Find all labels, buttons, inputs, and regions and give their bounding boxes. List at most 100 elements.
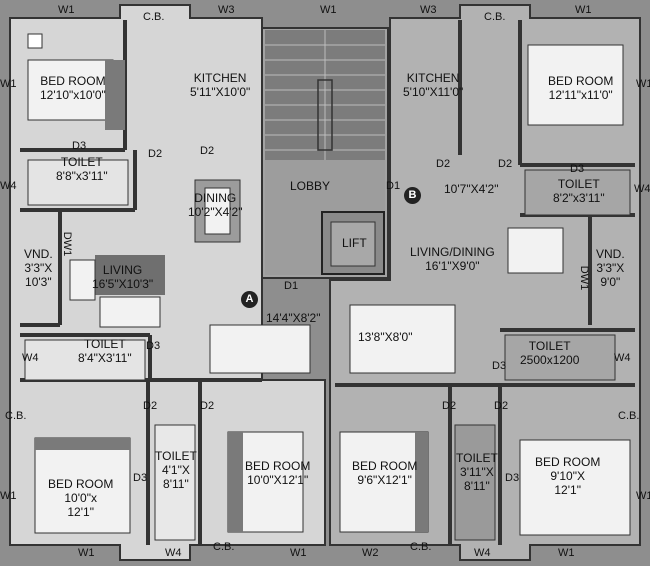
room-size: 3'11"X (460, 464, 494, 479)
door-label-d3-mr: D3 (492, 360, 507, 372)
room-toilet-mid-left: TOILET 8'4"X3'11" (78, 337, 132, 366)
door-label-d2-a2: D2 (200, 145, 215, 157)
room-name: TOILET (528, 339, 571, 353)
room-toilet-top-left: TOILET 8'8"x3'11" (56, 155, 108, 184)
room-toilet-bottom-left: TOILET 4'1"X 8'11" (155, 449, 197, 491)
window-label-w4-bottom-right: W4 (474, 547, 491, 559)
room-kitchen-a: KITCHEN 5'11"X10'0" (190, 71, 251, 100)
room-bedroom-top-right: BED ROOM 12'11"x11'0" (548, 74, 614, 103)
room-size: 10'0"X12'1" (247, 472, 309, 487)
room-name: KITCHEN (193, 71, 247, 85)
door-label-d2-b3: D2 (442, 400, 457, 412)
window-label-w3-right: W3 (420, 4, 437, 16)
room-size: 8'4"X3'11" (78, 350, 132, 365)
room-name: VND. (24, 247, 53, 261)
room-vnd-a: VND. 3'3"X 10'3" (24, 247, 53, 289)
room-size: 10'0"x (64, 490, 97, 505)
room-name: BED ROOM (40, 74, 106, 88)
room-size: 9'6"X12'1" (357, 472, 412, 487)
room-name: TOILET (60, 155, 103, 169)
window-label-w4-mid-left: W4 (22, 352, 39, 364)
room-name: LIVING (102, 263, 143, 277)
window-label-cb-left: C.B. (5, 410, 27, 422)
room-kitchen-b: KITCHEN 5'10"X11'0" (403, 71, 464, 100)
room-size: 3'3"X (24, 260, 53, 275)
room-dining: DINING 10'2"X4'2" (188, 191, 243, 220)
room-toilet-bottom-right: TOILET 3'11"X 8'11" (456, 451, 498, 493)
room-toilet-mid-right: TOILET 2500x1200 (520, 339, 580, 368)
room-bedroom-bottom-center: BED ROOM 10'0"X12'1" (245, 459, 311, 488)
window-label-cb-right: C.B. (484, 11, 506, 23)
room-size: 13'8"X8'0" (358, 330, 413, 344)
window-label-w4-left: W4 (0, 180, 17, 192)
room-name: LIVING/DINING (410, 245, 495, 259)
room-size: 2500x1200 (520, 352, 580, 367)
window-label-w2-bottom: W2 (362, 547, 379, 559)
room-size: 14'4"X8'2" (266, 311, 321, 325)
room-bedroom-bottom-right: BED ROOM 9'10"X 12'1" (535, 455, 601, 497)
room-name: BED ROOM (352, 459, 418, 473)
room-name: VND. (596, 247, 625, 261)
window-label-cb-bottom: C.B. (213, 541, 235, 553)
room-lobby: LOBBY (290, 179, 331, 193)
window-label-w1-bottom-left: W1 (0, 490, 17, 502)
window-label-w1-right: W1 (575, 4, 592, 16)
room-size: 12'11"x11'0" (548, 87, 613, 102)
room-lift: LIFT (342, 236, 367, 250)
room-size: 12'1" (554, 482, 581, 497)
window-label-w1-top: W1 (320, 4, 337, 16)
window-label-w4-bottom: W4 (165, 547, 182, 559)
room-name: BED ROOM (535, 455, 601, 469)
room-size: 10'7"X4'2" (444, 182, 499, 196)
flat-a-marker: A (241, 291, 258, 308)
window-label-w4-mid-right: W4 (614, 352, 631, 364)
room-name: BED ROOM (548, 74, 614, 88)
room-size: 3'3"X (596, 260, 625, 275)
room-size: 10'3" (25, 274, 52, 289)
room-size: 12'10"x10'0" (40, 87, 106, 102)
window-label-w4-right: W4 (634, 183, 650, 195)
room-size: 4'1"X (161, 462, 190, 477)
window-label-w3: W3 (218, 4, 235, 16)
window-label-cb-right-side: C.B. (618, 410, 640, 422)
room-living-dining: LIVING/DINING 16'1"X9'0" (410, 245, 495, 274)
room-size: 8'11" (163, 476, 189, 491)
door-label-d3-br: D3 (505, 472, 520, 484)
room-name: BED ROOM (245, 459, 311, 473)
door-label-d1-a: D1 (284, 280, 299, 292)
door-label-d3-bed-tl: D3 (72, 140, 87, 152)
window-label-w1-bottom-right: W1 (636, 490, 650, 502)
door-label-d3-tr: D3 (570, 163, 585, 175)
room-name: TOILET (557, 177, 600, 191)
door-label-d3-bl: D3 (133, 472, 148, 484)
room-bedroom-bottom-mid: BED ROOM 9'6"X12'1" (352, 459, 418, 488)
room-size: 12'1" (67, 504, 94, 519)
door-label-dw1-right: DW1 (578, 265, 591, 291)
window-label-w1-bottom-mid: W1 (290, 547, 307, 559)
room-size: 16'5"X10'3" (92, 276, 154, 291)
room-passage-b: 10'7"X4'2" (444, 182, 499, 197)
door-label-d3-ml: D3 (146, 340, 161, 352)
door-label-d2-b2: D2 (498, 158, 513, 170)
room-passage-a: 14'4"X8'2" (266, 311, 321, 326)
room-name: TOILET (83, 337, 126, 351)
room-size: 9'10"X (550, 468, 585, 483)
room-name: TOILET (456, 451, 498, 465)
room-size: 8'11" (464, 478, 490, 493)
room-size: 10'2"X4'2" (188, 204, 243, 219)
door-label-dw1-left: DW1 (61, 231, 74, 257)
room-size: 5'11"X10'0" (190, 84, 251, 99)
room-name: KITCHEN (406, 71, 460, 85)
window-label-w1-bottom-far-right: W1 (558, 547, 575, 559)
room-size: 9'0" (600, 274, 621, 289)
room-toilet-top-right: TOILET 8'2"x3'11" (553, 177, 605, 206)
room-size: 8'2"x3'11" (553, 190, 605, 205)
door-label-d2-b1: D2 (436, 158, 451, 170)
door-label-d2-a3: D2 (143, 400, 158, 412)
room-foyer-b: 13'8"X8'0" (358, 330, 413, 345)
room-vnd-b: VND. 3'3"X 9'0" (596, 247, 625, 289)
room-size: 5'10"X11'0" (403, 84, 464, 99)
room-bedroom-bottom-left: BED ROOM 10'0"x 12'1" (48, 477, 113, 519)
window-label-w1-left: W1 (0, 78, 17, 90)
room-bedroom-top-left: BED ROOM 12'10"x10'0" (40, 74, 106, 103)
